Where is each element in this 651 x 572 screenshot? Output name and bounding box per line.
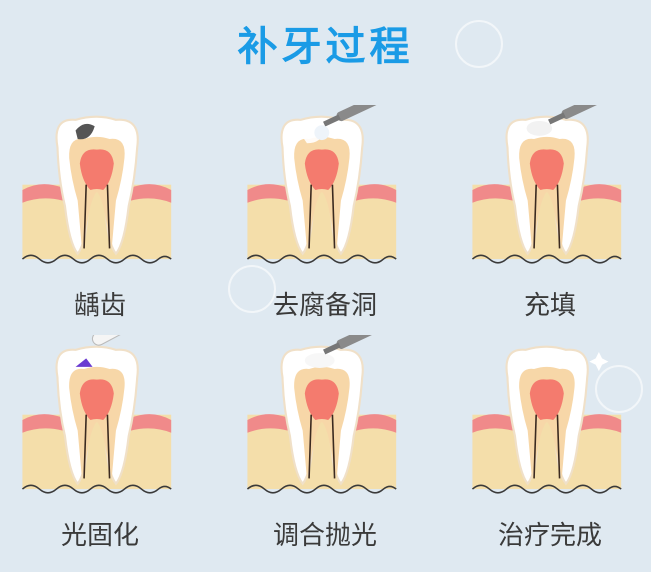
- finished-tooth-icon: [471, 345, 622, 494]
- step-decay: 龋齿: [0, 105, 200, 335]
- step-cure: 光固化: [0, 335, 200, 565]
- step-label: 调合抛光: [272, 521, 377, 551]
- page-title: 补牙过程: [237, 24, 414, 70]
- filled-tooth-icon: [471, 105, 632, 264]
- step-done: 治疗完成: [450, 335, 650, 565]
- decayed-tooth-icon: [21, 115, 172, 264]
- step-label: 去腐备洞: [272, 291, 377, 321]
- step-polish: 调合抛光: [225, 335, 425, 565]
- watermark-circle: [595, 365, 643, 413]
- step-drill: 去腐备洞: [225, 105, 425, 335]
- light-cured-tooth-icon: [21, 335, 179, 494]
- step-label: 光固化: [60, 521, 139, 551]
- drilled-tooth-icon: [246, 105, 407, 264]
- watermark-circle: [455, 20, 503, 68]
- step-fill: 充填: [450, 105, 650, 335]
- step-label: 龋齿: [73, 291, 126, 321]
- polished-tooth-icon: [246, 335, 407, 494]
- step-label: 治疗完成: [497, 521, 602, 551]
- step-label: 充填: [523, 291, 576, 321]
- watermark-circle: [228, 265, 276, 313]
